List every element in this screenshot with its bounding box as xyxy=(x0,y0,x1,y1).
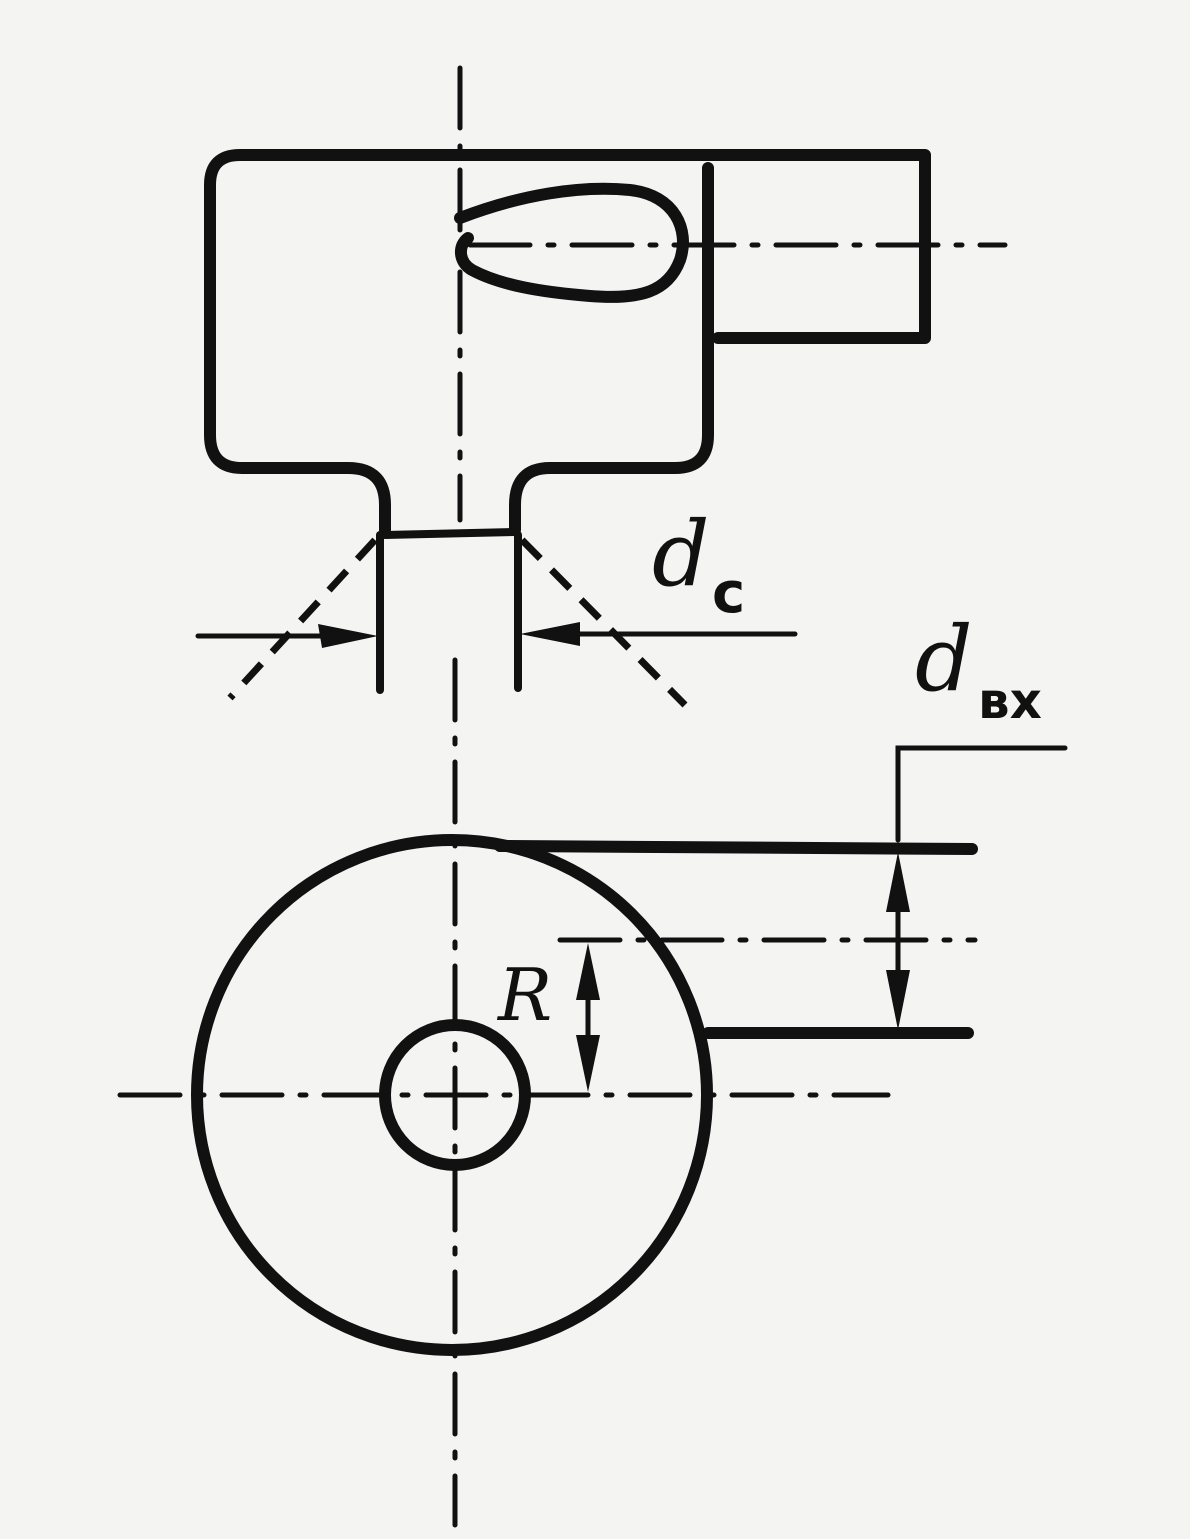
radius-arrow-bottom xyxy=(576,1035,600,1092)
radius-arrow-top xyxy=(576,943,600,1000)
dc-arrow-left xyxy=(318,624,378,648)
cone-line-right xyxy=(519,537,688,708)
radius-label: R xyxy=(496,953,552,1037)
inlet-teardrop xyxy=(454,182,689,303)
dc-arrow-right xyxy=(520,622,580,646)
dbx-arrow-bottom xyxy=(886,970,910,1030)
nozzle-neck-top xyxy=(381,528,519,539)
dbx-label-subscript: вх xyxy=(978,672,1042,730)
dc-label-subscript: c xyxy=(712,561,745,626)
dbx-arrow-top xyxy=(886,852,910,912)
cone-line-left xyxy=(227,537,378,701)
dbx-leader-line xyxy=(895,745,1068,843)
inlet-tangent-top xyxy=(494,840,978,855)
dbx-label: d xyxy=(915,607,973,712)
housing-outline xyxy=(204,149,931,536)
dc-label: d xyxy=(652,502,710,607)
